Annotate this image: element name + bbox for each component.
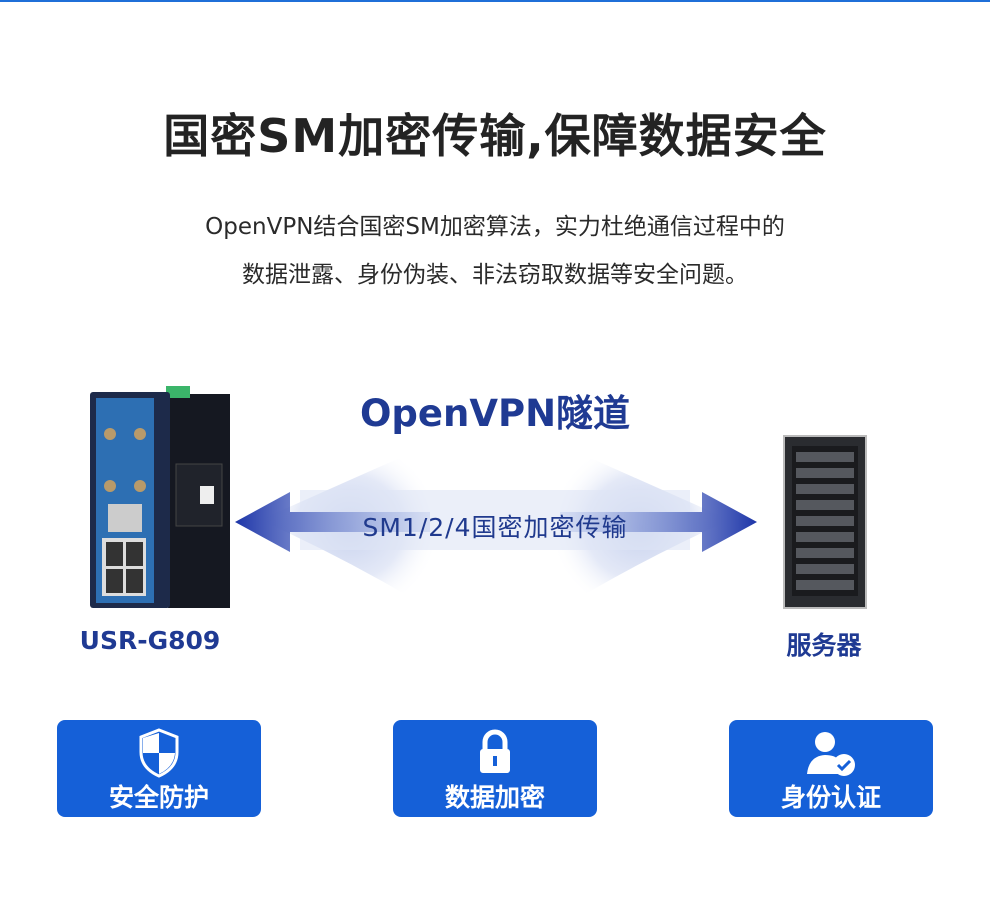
arrow-left (235, 492, 430, 552)
feature-security-protection: 安全防护 (57, 720, 261, 817)
server-rack-image (783, 435, 867, 609)
transfer-label: SM1/2/4国密加密传输 (362, 513, 628, 542)
arrow-right (560, 492, 757, 552)
shield-icon (138, 728, 180, 778)
subtitle-line-1: OpenVPN结合国密SM加密算法，实力杜绝通信过程中的 (205, 214, 785, 240)
feature-label: 数据加密 (444, 783, 545, 812)
lock-icon (475, 728, 515, 776)
device-label: USR-G809 (79, 626, 221, 655)
top-accent-bar (0, 0, 990, 2)
subtitle-line-2: 数据泄露、身份伪装、非法窃取数据等安全问题。 (242, 262, 748, 288)
server-label: 服务器 (786, 631, 862, 660)
tunnel-arrows (235, 440, 757, 615)
router-device-image (90, 386, 230, 608)
feature-label: 身份认证 (780, 783, 881, 812)
user-check-icon (805, 728, 857, 778)
page-title: 国密SM加密传输,保障数据安全 (163, 109, 827, 163)
feature-identity-authentication: 身份认证 (729, 720, 933, 817)
feature-data-encryption: 数据加密 (393, 720, 597, 817)
feature-label: 安全防护 (108, 783, 209, 812)
tunnel-label: OpenVPN隧道 (359, 392, 631, 435)
